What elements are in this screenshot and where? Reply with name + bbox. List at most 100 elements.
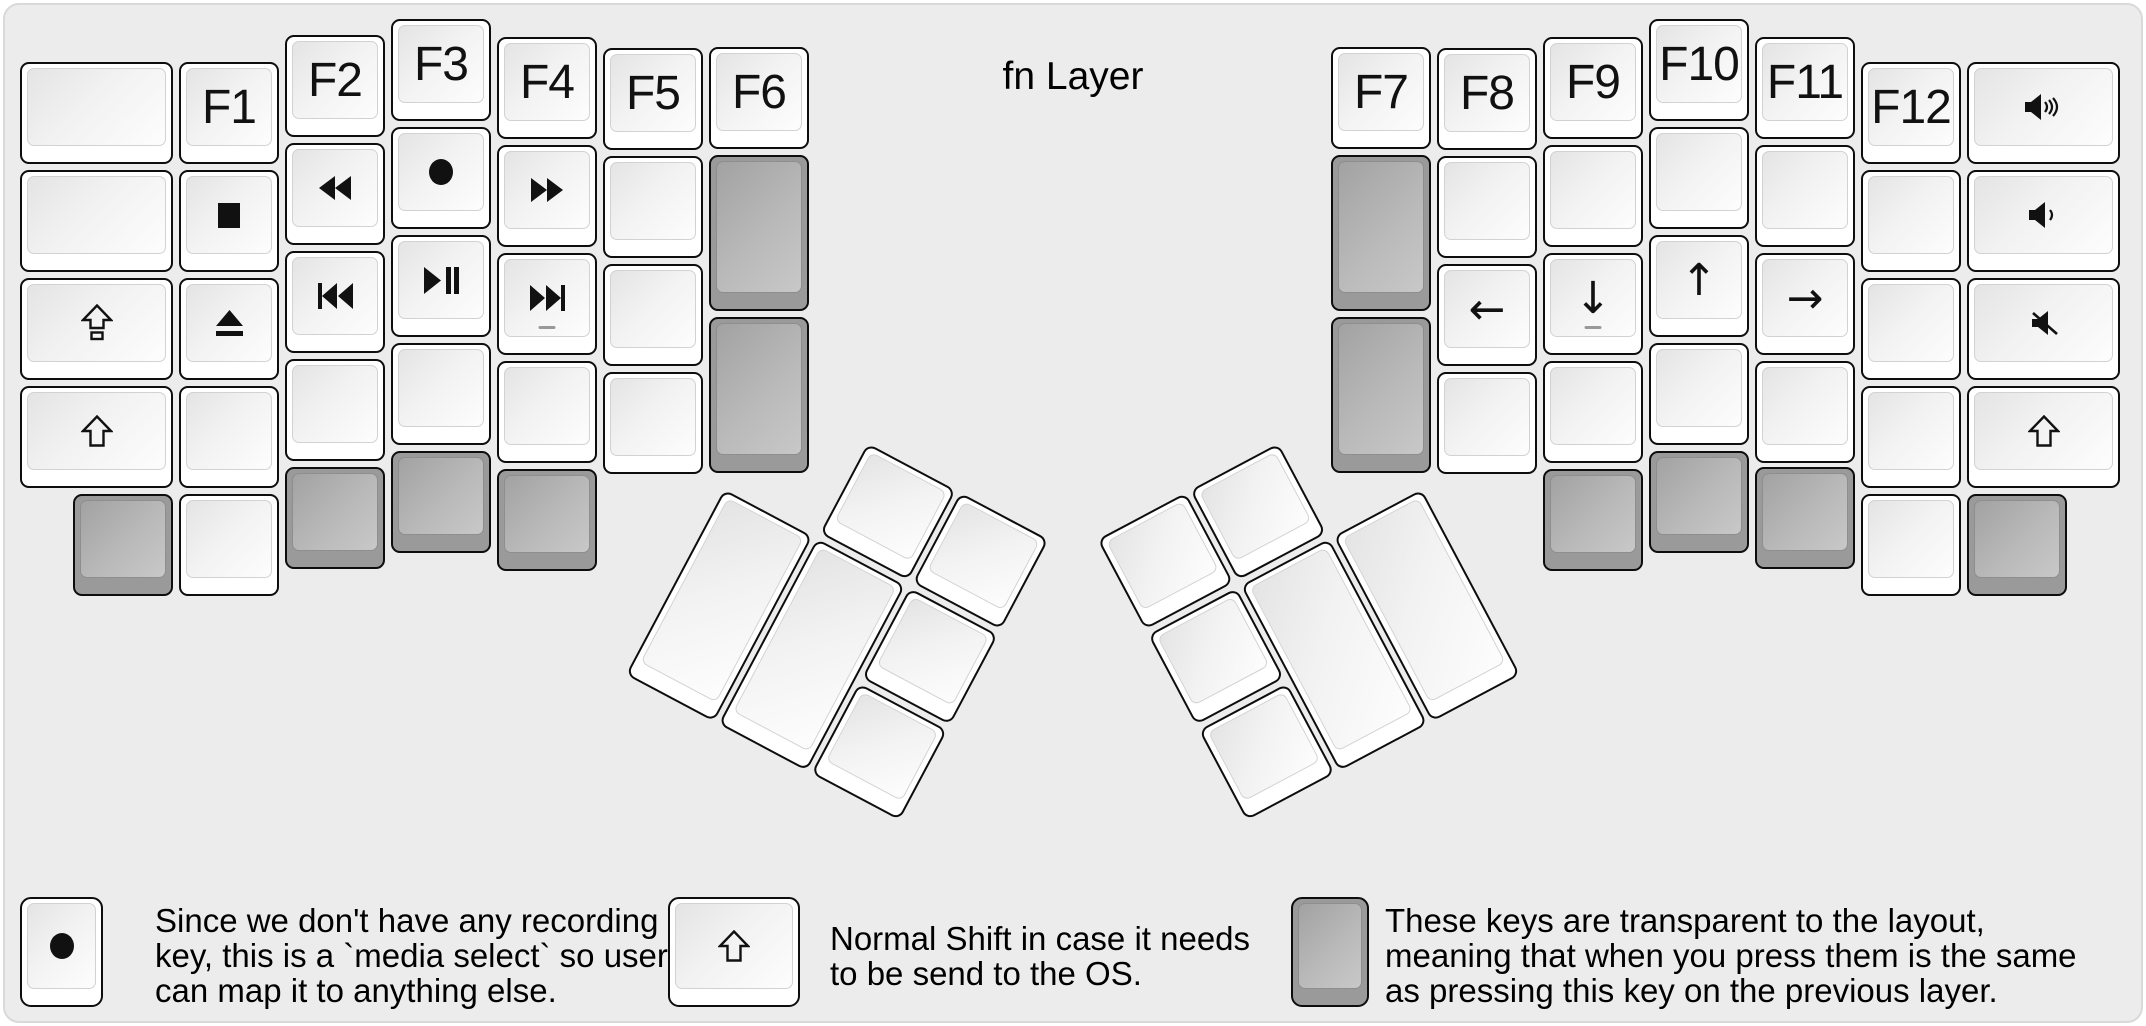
key-f1[interactable]: F1: [179, 62, 279, 164]
keycap-top: [292, 149, 378, 227]
legend-normal-shift-key-sample: [668, 897, 800, 1007]
key-transparent[interactable]: [1331, 317, 1431, 473]
keycap-top: [186, 392, 272, 470]
key-f9[interactable]: F9: [1543, 37, 1643, 139]
key-blank[interactable]: [179, 386, 279, 488]
key-blank[interactable]: [179, 494, 279, 596]
keycap-top: [716, 161, 802, 293]
key-transparent[interactable]: [497, 469, 597, 571]
key-volume-down[interactable]: [1967, 170, 2120, 272]
key-transparent[interactable]: [1967, 494, 2067, 596]
key-f7[interactable]: F7: [1331, 47, 1431, 149]
homing-bar: [1584, 326, 1602, 329]
keycap-top: [1974, 500, 2060, 578]
rewind-icon: [319, 176, 351, 200]
keycap-top: [504, 475, 590, 553]
key-f11[interactable]: F11: [1755, 37, 1855, 139]
key-play-pause[interactable]: [391, 235, 491, 337]
key-blank[interactable]: [1861, 386, 1961, 488]
key-shift-right[interactable]: [1967, 386, 2120, 488]
shift-icon: [80, 415, 113, 447]
key-transparent[interactable]: [391, 451, 491, 553]
key-up-arrow[interactable]: ↑: [1649, 235, 1749, 337]
key-prev-track[interactable]: [285, 251, 385, 353]
key-label: F12: [1871, 80, 1952, 134]
keycap-top: [1762, 367, 1848, 445]
key-blank[interactable]: [1861, 170, 1961, 272]
key-blank[interactable]: [1649, 343, 1749, 445]
keycap-top: [1550, 151, 1636, 229]
key-blank[interactable]: [1437, 156, 1537, 258]
key-blank[interactable]: [391, 343, 491, 445]
keycap-top: [1656, 349, 1742, 427]
key-f8[interactable]: F8: [1437, 48, 1537, 150]
key-transparent[interactable]: [709, 155, 809, 311]
key-transparent[interactable]: [1331, 155, 1431, 311]
key-f12[interactable]: F12: [1861, 62, 1961, 164]
keycap-top: [834, 451, 948, 562]
keycap-top: [1974, 392, 2113, 470]
key-stop[interactable]: [179, 170, 279, 272]
key-mute[interactable]: [1967, 278, 2120, 380]
key-blank[interactable]: [603, 264, 703, 366]
key-blank[interactable]: [603, 156, 703, 258]
keycap-top: F3: [398, 25, 484, 103]
key-transparent[interactable]: [709, 317, 809, 473]
key-f3[interactable]: F3: [391, 19, 491, 121]
keycap-top: F6: [716, 53, 802, 131]
key-fast-forward[interactable]: [497, 145, 597, 247]
keycap-top: ←: [1444, 270, 1530, 348]
key-label: ↓: [1574, 272, 1612, 324]
key-right-arrow[interactable]: →: [1755, 253, 1855, 355]
keycap-top: [1198, 451, 1312, 562]
keycap-top: [675, 903, 793, 989]
key-left-arrow[interactable]: ←: [1437, 264, 1537, 366]
next-track-icon: [529, 285, 565, 311]
key-f10[interactable]: F10: [1649, 19, 1749, 121]
key-down-arrow[interactable]: ↓: [1543, 253, 1643, 355]
key-blank[interactable]: [1543, 361, 1643, 463]
key-transparent[interactable]: [1755, 467, 1855, 569]
key-eject[interactable]: [179, 278, 279, 380]
key-blank[interactable]: [1543, 145, 1643, 247]
key-blank[interactable]: [1861, 278, 1961, 380]
key-blank[interactable]: [20, 62, 173, 164]
key-caps-lock[interactable]: [20, 278, 173, 380]
key-transparent[interactable]: [1649, 451, 1749, 553]
key-transparent[interactable]: [73, 494, 173, 596]
keycap-top: F9: [1550, 43, 1636, 121]
key-blank[interactable]: [1861, 494, 1961, 596]
keycap-top: [1974, 284, 2113, 362]
key-label: F2: [307, 53, 363, 107]
keycap-top: [27, 903, 96, 989]
fast-forward-icon: [531, 178, 563, 202]
key-transparent[interactable]: [1543, 469, 1643, 571]
keycap-top: [27, 392, 166, 470]
key-f5[interactable]: F5: [603, 48, 703, 150]
key-f2[interactable]: F2: [285, 35, 385, 137]
keycap-top: F11: [1762, 43, 1848, 121]
keycap-top: [1298, 903, 1362, 989]
key-transparent[interactable]: [285, 467, 385, 569]
key-f4[interactable]: F4: [497, 37, 597, 139]
keycap-top: [1868, 500, 1954, 578]
key-blank[interactable]: [20, 170, 173, 272]
key-rewind[interactable]: [285, 143, 385, 245]
key-blank[interactable]: [1755, 361, 1855, 463]
key-record[interactable]: [391, 127, 491, 229]
key-volume-up[interactable]: [1967, 62, 2120, 164]
key-blank[interactable]: [603, 372, 703, 474]
key-label: F4: [519, 55, 575, 109]
key-shift-left[interactable]: [20, 386, 173, 488]
key-blank[interactable]: [497, 361, 597, 463]
legend-transparent-keys-text: These keys are transparent to the layout…: [1385, 903, 2077, 1008]
key-f6[interactable]: F6: [709, 47, 809, 149]
legend-text-line: to be send to the OS.: [830, 955, 1142, 992]
key-blank[interactable]: [1437, 372, 1537, 474]
key-blank[interactable]: [1649, 127, 1749, 229]
key-blank[interactable]: [285, 359, 385, 461]
key-blank[interactable]: [1755, 145, 1855, 247]
key-next-track[interactable]: [497, 253, 597, 355]
